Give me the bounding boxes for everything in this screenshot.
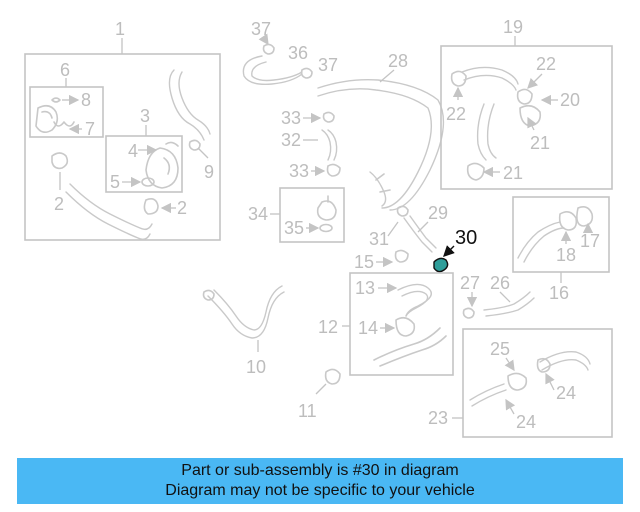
callout-8: 8 xyxy=(81,90,91,110)
callout-19: 19 xyxy=(503,17,523,37)
group-34: 34 35 xyxy=(248,187,345,243)
callout-31: 31 xyxy=(369,229,389,249)
part-30-highlighted: 30 xyxy=(433,227,477,273)
callout-15: 15 xyxy=(354,252,374,272)
callout-3: 3 xyxy=(140,106,150,126)
callout-11: 11 xyxy=(298,401,317,421)
banner-line-1: Part or sub-assembly is #30 in diagram xyxy=(181,462,459,479)
callout-24b: 24 xyxy=(516,412,536,432)
callout-22a: 22 xyxy=(446,104,466,124)
callout-37a: 37 xyxy=(251,19,271,39)
callout-13: 13 xyxy=(355,278,375,298)
callout-26: 26 xyxy=(490,273,510,293)
banner-line-2: Diagram may not be specific to your vehi… xyxy=(165,482,475,499)
callout-29: 29 xyxy=(428,203,448,223)
callout-1: 1 xyxy=(115,19,125,39)
callout-36: 36 xyxy=(288,43,308,63)
group-12: 12 13 14 xyxy=(318,272,454,376)
callout-21b: 21 xyxy=(503,163,523,183)
callout-37b: 37 xyxy=(318,55,338,75)
callout-34: 34 xyxy=(248,204,268,224)
callout-33a: 33 xyxy=(281,108,301,128)
callout-5: 5 xyxy=(110,172,120,192)
callout-18: 18 xyxy=(556,245,576,265)
info-banner: Part or sub-assembly is #30 in diagram D… xyxy=(17,458,623,504)
callout-4: 4 xyxy=(128,141,138,161)
callout-30: 30 xyxy=(455,227,477,249)
callout-9: 9 xyxy=(204,162,214,182)
callout-6: 6 xyxy=(60,60,70,80)
callout-17: 17 xyxy=(580,231,600,251)
small-parts-29-31: 29 31 15 30 xyxy=(354,203,477,273)
callout-24a: 24 xyxy=(556,383,576,403)
callout-21a: 21 xyxy=(530,133,550,153)
thermostat-housing-part xyxy=(145,141,179,189)
callout-23: 23 xyxy=(428,408,448,428)
callout-28: 28 xyxy=(388,51,408,71)
group-23: 23 25 24 24 xyxy=(428,328,613,438)
callout-22b: 22 xyxy=(536,54,556,74)
group-1: 1 6 8 7 3 4 5 xyxy=(24,19,221,241)
hose-10: 10 xyxy=(202,285,285,377)
group-19: 19 22 22 20 21 21 xyxy=(440,17,613,190)
coolant-pipe-assembly: 37 36 37 28 33 32 33 xyxy=(242,19,445,211)
callout-7: 7 xyxy=(85,119,95,139)
callout-20: 20 xyxy=(560,90,580,110)
callout-32: 32 xyxy=(281,130,301,150)
pipe-26: 27 26 xyxy=(460,273,535,319)
callout-35: 35 xyxy=(284,218,304,238)
callout-33b: 33 xyxy=(289,161,309,181)
callout-25: 25 xyxy=(490,339,510,359)
callout-12: 12 xyxy=(318,317,338,337)
callout-2a: 2 xyxy=(54,194,64,214)
callout-14: 14 xyxy=(358,318,378,338)
callout-10: 10 xyxy=(246,357,266,377)
callout-16: 16 xyxy=(549,283,569,303)
callout-2b: 2 xyxy=(177,198,187,218)
part-11: 11 xyxy=(298,368,341,421)
callout-27: 27 xyxy=(460,273,480,293)
group-16: 16 17 18 xyxy=(512,196,610,303)
elbow-connector-part xyxy=(35,104,59,134)
